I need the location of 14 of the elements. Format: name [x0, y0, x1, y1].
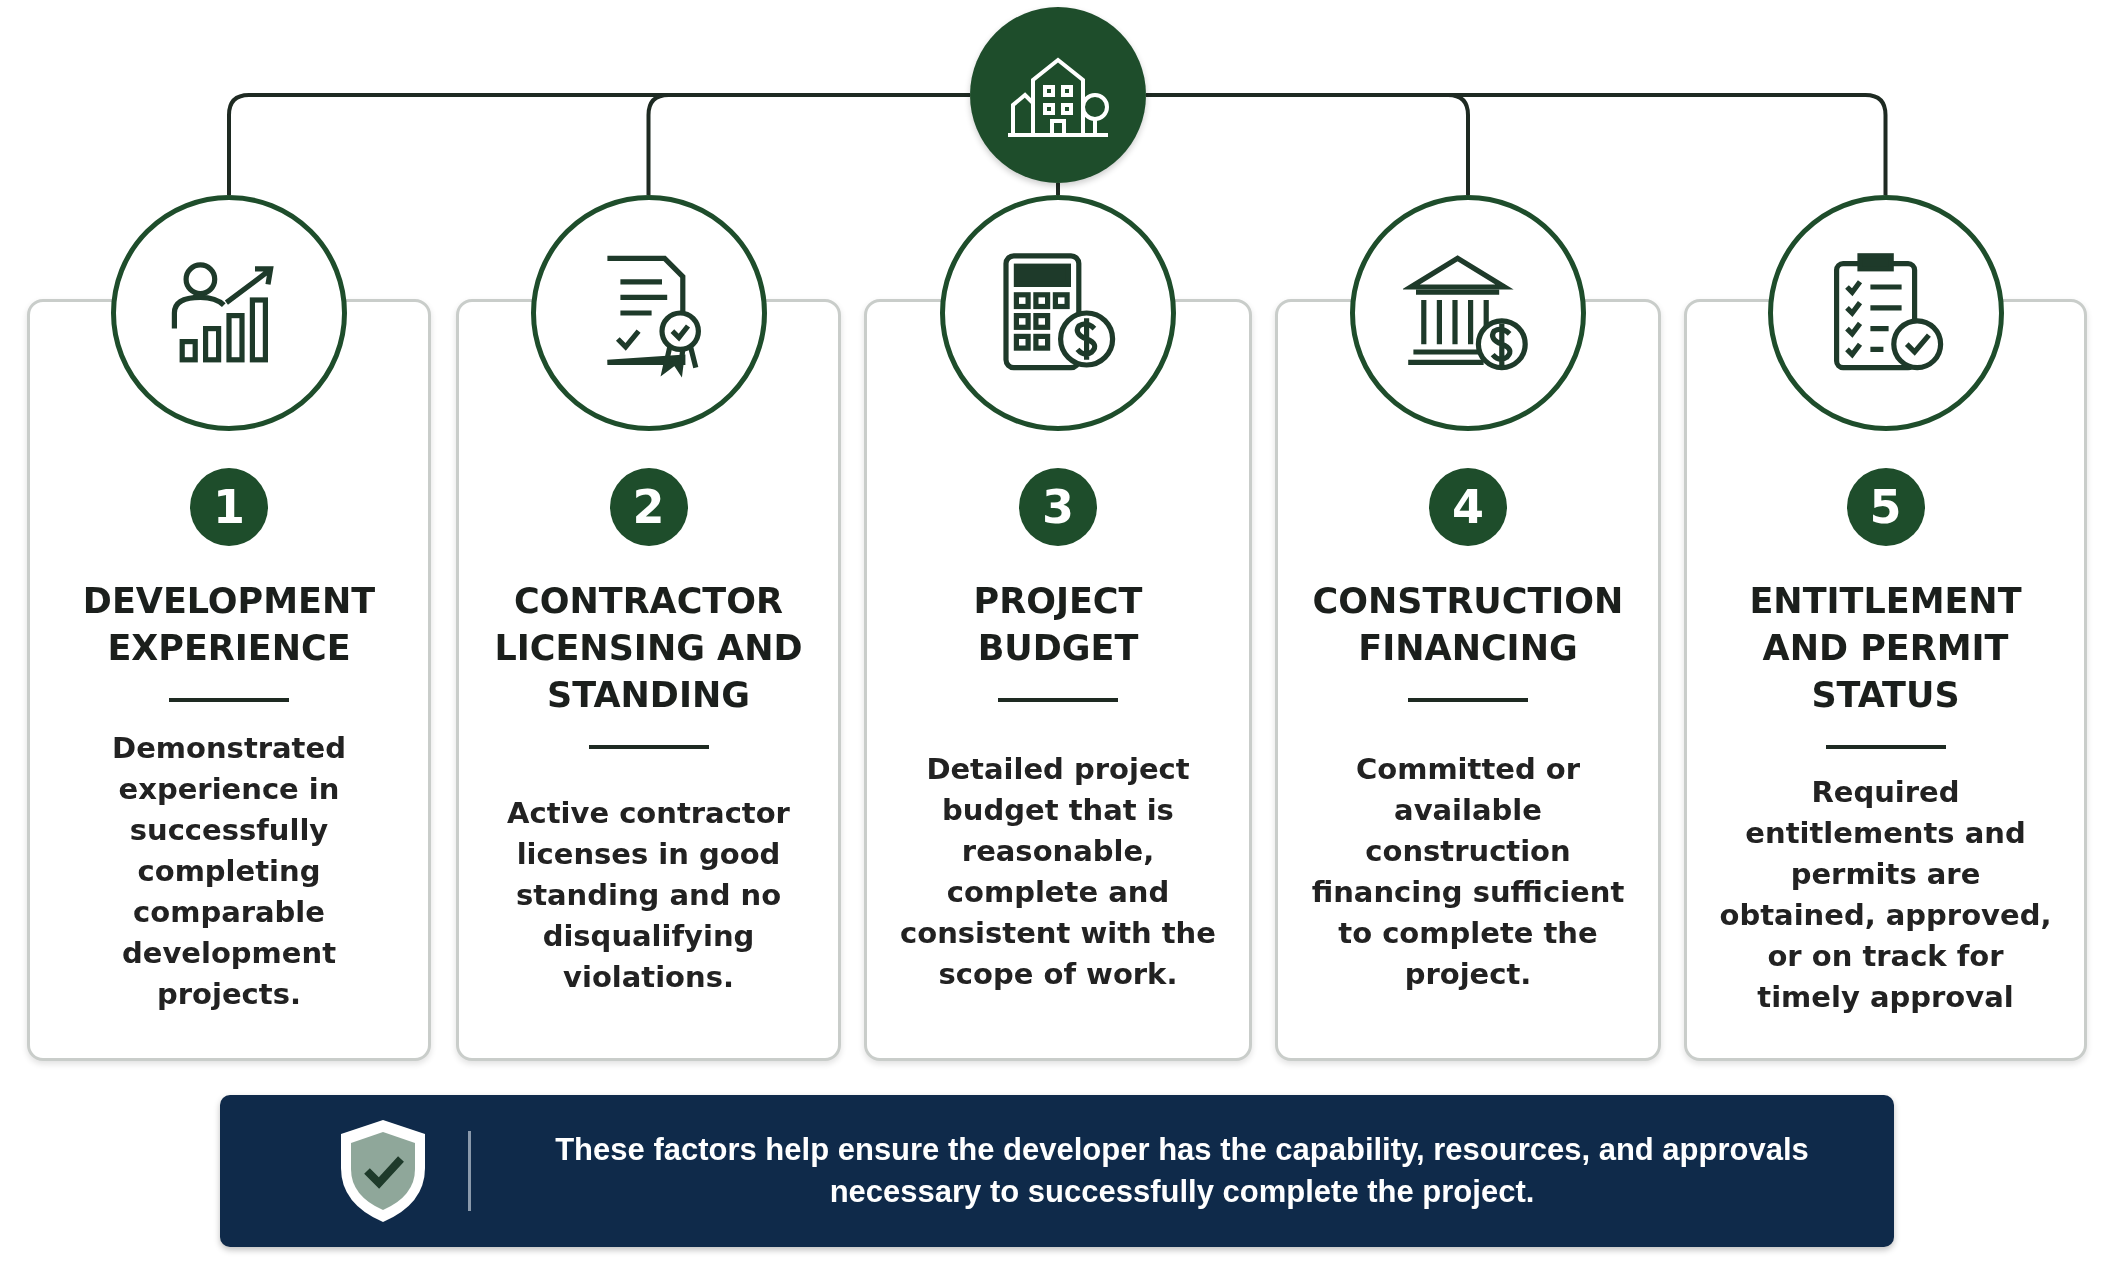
summary-banner — [220, 1095, 1894, 1247]
connector-line — [1056, 183, 1060, 195]
step-heading: DEVELOPMENT EXPERIENCE — [81, 580, 377, 670]
connector-line — [646, 93, 970, 195]
step-heading: CONSTRUCTION FINANCING — [1311, 580, 1625, 670]
step-heading: PROJECT BUDGET — [972, 580, 1144, 670]
step-description: Detailed project budget that is reasonable, complete and consistent with the scope of work. — [899, 750, 1217, 993]
banner-text: These factors help ensure the developer has the capability, resources, and approvals necessary to successfully complete the project. — [554, 1131, 1810, 1211]
step-description: Active contractor licenses in good standing and no disqualifying violations. — [506, 794, 791, 996]
step-description: Required entitlements and permits are obtained, approved, or on track for timely approval — [1718, 774, 2053, 1016]
step-description: Committed or available construction financing sufficient to complete the project. — [1310, 750, 1626, 993]
step-heading: ENTITLEMENT AND PERMIT STATUS — [1748, 580, 2023, 717]
step-heading: CONTRACTOR LICENSING AND STANDING — [493, 580, 804, 717]
step-description: Demonstrated experience in successfully completing comparable development projects. — [111, 730, 347, 1013]
